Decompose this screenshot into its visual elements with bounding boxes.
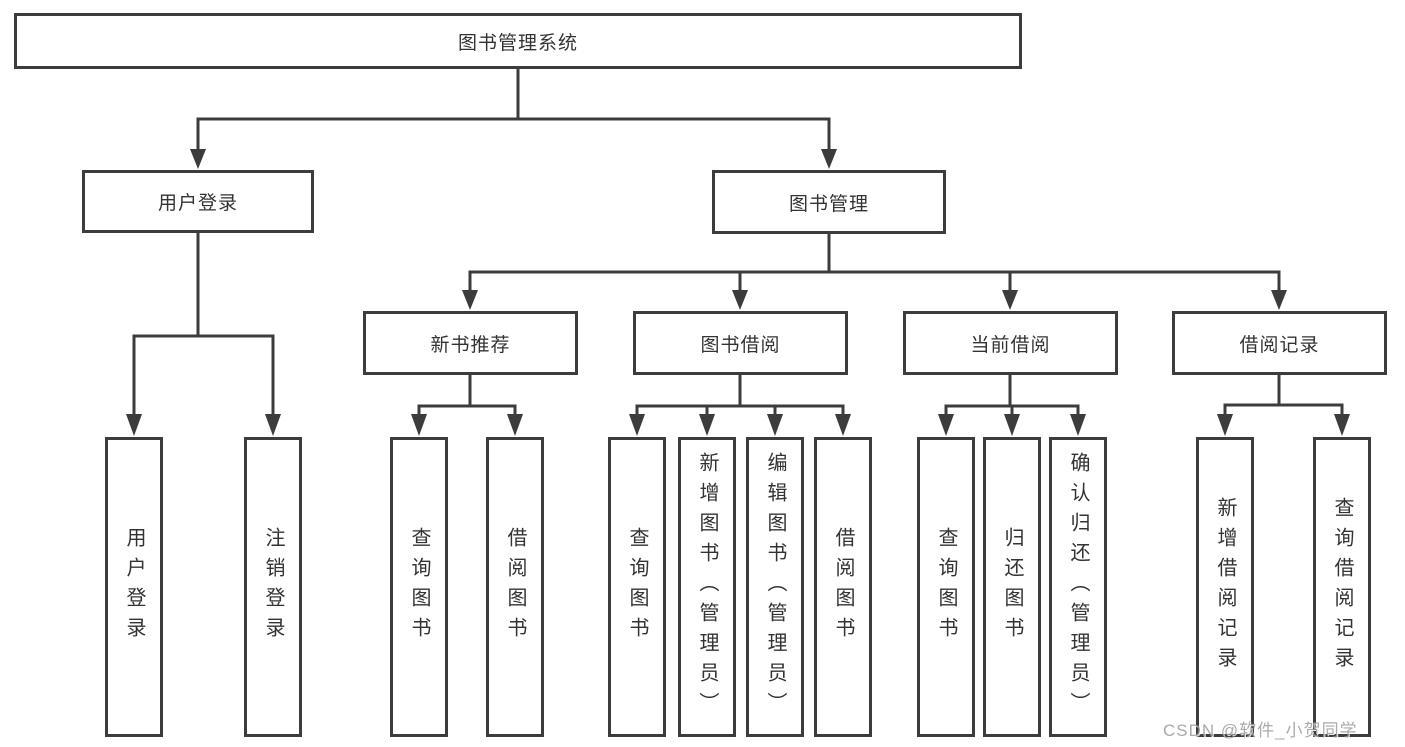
node-new-book-recommend: 新书推荐: [363, 311, 578, 375]
node-book-borrowing: 图书借阅: [633, 311, 848, 375]
arrowhead: [462, 290, 478, 310]
arrowhead: [1070, 414, 1086, 436]
leaf-return-books: 归还图书: [983, 437, 1041, 737]
arrowhead: [1334, 414, 1350, 436]
arrowhead: [126, 414, 142, 436]
arrowhead: [507, 414, 523, 436]
connector-currentborrow-to-leaves: [944, 375, 1080, 417]
leaf-query-books-recommend: 查询图书: [390, 437, 448, 737]
node-book-management: 图书管理: [712, 170, 946, 234]
node-current-borrowing: 当前借阅: [903, 311, 1118, 375]
arrowhead: [1004, 414, 1020, 436]
connector-bookmgmt-to-level3: [468, 234, 1281, 291]
arrowhead: [699, 414, 715, 436]
leaf-confirm-return-admin: 确认归还（管理员）: [1049, 437, 1107, 737]
node-borrowing-records: 借阅记录: [1172, 311, 1387, 375]
node-book-management-system: 图书管理系统: [14, 13, 1022, 69]
leaf-logout: 注销登录: [244, 437, 302, 737]
leaf-query-books-current: 查询图书: [917, 437, 975, 737]
leaf-query-books-borrowing: 查询图书: [608, 437, 666, 737]
leaf-add-borrow-record: 新增借阅记录: [1196, 437, 1254, 737]
leaf-add-book-admin: 新增图书（管理员）: [678, 437, 736, 737]
connector-userlogin-to-leaves: [132, 233, 275, 417]
watermark: CSDN @软件_小贺同学: [1163, 721, 1358, 740]
leaf-borrow-books: 借阅图书: [814, 437, 872, 737]
arrowhead: [1217, 414, 1233, 436]
connector-newbook-to-leaves: [417, 375, 517, 417]
arrowhead: [411, 414, 427, 436]
connector-borrowrecord-to-leaves: [1223, 375, 1344, 417]
arrowhead: [190, 149, 206, 169]
arrowhead: [732, 290, 748, 310]
connector-bookborrow-to-leaves: [635, 375, 845, 417]
leaf-edit-book-admin: 编辑图书（管理员）: [746, 437, 804, 737]
arrowhead: [265, 414, 281, 436]
connector-root-to-level2: [196, 68, 831, 150]
node-user-login: 用户登录: [82, 170, 314, 233]
arrowhead: [938, 414, 954, 436]
arrowhead: [821, 149, 837, 169]
arrowhead: [629, 414, 645, 436]
leaf-borrow-books-recommend: 借阅图书: [486, 437, 544, 737]
leaf-user-login: 用户登录: [105, 437, 163, 737]
arrowhead: [1002, 290, 1018, 310]
leaf-query-borrow-record: 查询借阅记录: [1313, 437, 1371, 737]
arrowhead: [1271, 290, 1287, 310]
arrowhead: [835, 414, 851, 436]
arrowhead: [767, 414, 783, 436]
